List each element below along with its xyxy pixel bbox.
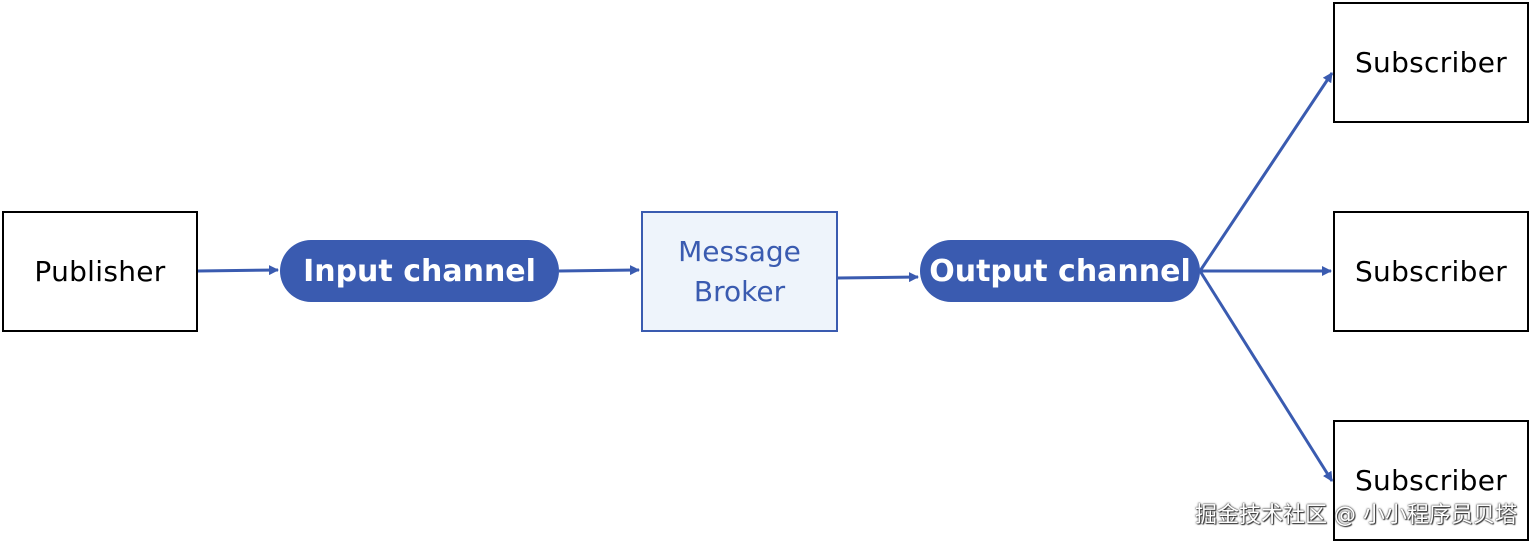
input-channel-label: Input channel bbox=[303, 253, 536, 289]
arrow-input-to-broker bbox=[558, 265, 640, 276]
output-channel-label: Output channel bbox=[929, 253, 1191, 289]
publisher-node: Publisher bbox=[2, 211, 198, 332]
publisher-label: Publisher bbox=[34, 255, 166, 288]
arrow-broker-to-output bbox=[837, 272, 919, 283]
subscriber-node-1: Subscriber bbox=[1333, 2, 1529, 123]
message-broker-node: Message Broker bbox=[641, 211, 838, 332]
output-channel-node: Output channel bbox=[920, 240, 1200, 302]
input-channel-node: Input channel bbox=[280, 240, 559, 302]
arrow-output-to-subscriber-1 bbox=[1198, 72, 1334, 272]
subscriber-label-3: Subscriber bbox=[1354, 464, 1508, 497]
watermark-text: 掘金技术社区 @ 小小程序员贝塔 bbox=[1195, 503, 1517, 528]
subscriber-label-2: Subscriber bbox=[1354, 255, 1508, 288]
broker-label-line2: Broker bbox=[693, 274, 786, 308]
broker-label-line1: Message bbox=[678, 234, 801, 268]
subscriber-node-3: Subscriber bbox=[1333, 420, 1529, 541]
arrow-publisher-to-input bbox=[197, 265, 279, 276]
arrow-output-to-subscriber-3 bbox=[1198, 270, 1334, 482]
subscriber-node-2: Subscriber bbox=[1333, 211, 1529, 332]
subscriber-label-1: Subscriber bbox=[1354, 46, 1508, 79]
